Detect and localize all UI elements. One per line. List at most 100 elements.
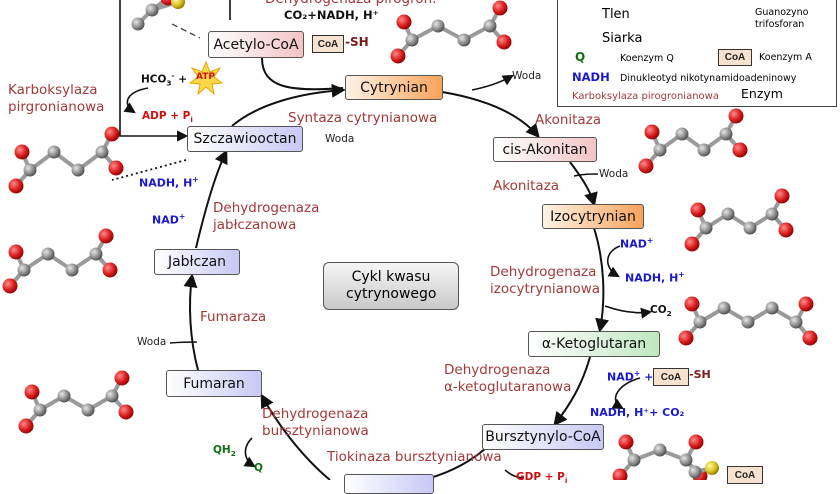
oxygen-atom: [390, 48, 406, 64]
metabolite-acetyl-coa: Acetylo-CoA: [208, 31, 304, 58]
oxygen-atom: [774, 188, 790, 204]
nad-malate: NAD+: [152, 212, 186, 227]
carbon-atom: [688, 465, 702, 479]
nad-isocitrate-text: NAD: [620, 237, 647, 251]
arrow-acetylcoa-to-citrate: [261, 57, 344, 91]
arrow-citrate-water: [471, 74, 514, 91]
arrow-isocitrate-to-ketoglutarate: [593, 227, 609, 333]
carbon-atom: [145, 3, 159, 17]
oxygen-atom: [684, 296, 700, 312]
carbon-atom: [57, 389, 71, 403]
oxygen-atom: [2, 278, 18, 294]
arrow-malate-to-oxaloacetate: [195, 149, 228, 249]
oxygen-atom: [638, 158, 654, 174]
fumarate-molecule: [18, 370, 134, 434]
qh2-label: QH2: [213, 444, 236, 459]
carbon-atom: [405, 33, 419, 47]
oxygen-atom: [98, 228, 114, 244]
succinyl-sulfur: [688, 461, 719, 479]
carbon-atom: [741, 315, 755, 329]
carbon-atom: [131, 17, 145, 31]
metabolite-cis-aconitate: cis-Akonitan: [493, 137, 597, 162]
oxygen-atom: [8, 178, 24, 194]
carbon-atom: [89, 247, 103, 261]
arrow-nad-isocitrate: [606, 245, 621, 278]
oxygen-atom: [496, 34, 512, 50]
carbon-atom: [743, 221, 757, 235]
carbon-atom: [653, 143, 667, 157]
legend-gtp-desc-1: Guanozyno: [755, 7, 809, 18]
sulfur-atom: [705, 461, 719, 475]
enzyme-aconitase-1: Akonitaza: [535, 112, 602, 128]
oxygen-atom: [690, 202, 706, 218]
water-aconitase: Woda: [599, 168, 629, 180]
oxygen-atom: [732, 142, 748, 158]
carbon-atom: [105, 389, 119, 403]
acetyl-sh-label: -SH: [345, 35, 369, 49]
carbon-atom: [627, 453, 641, 467]
carbon-atom: [717, 301, 731, 315]
hco3-text: HCO: [141, 73, 167, 86]
carbon-atom: [721, 207, 735, 221]
enzyme-succinyl-thiokinase: Tiokinaza bursztynianowa: [327, 449, 502, 465]
oxygen-atom: [684, 236, 700, 252]
enzyme-mdh-2: jabłczanowa: [213, 217, 297, 233]
arrow-fumarate-to-malate: [183, 273, 199, 371]
nadh-malate-text: NADH, H: [139, 176, 193, 190]
legend-nadh-symbol: NADH: [572, 70, 610, 84]
legend-q-desc: Koenzym Q: [620, 53, 674, 64]
oxygen-atom: [644, 124, 660, 140]
metabolite-isocitrate: Izocytrynian: [542, 204, 644, 229]
cycle-title: Cykl kwasu cytrynowego: [323, 262, 459, 310]
diagram-graphics: [2, 0, 818, 480]
hco3-label: HCO3- +: [141, 71, 188, 88]
nadh-malate: NADH, H+: [139, 175, 199, 190]
metabolite-succinate: [344, 474, 434, 494]
atp-label: ATP: [196, 72, 216, 82]
arrow-water-fumarate: [169, 341, 198, 344]
arrow-oxaloacetate-to-citrate: [231, 83, 346, 127]
co2-nadh-top: CO₂+NADH, H⁺: [284, 8, 379, 22]
enzyme-citrate-synthase: Syntaza cytrynianowa: [288, 110, 438, 126]
oxygen-atom: [102, 262, 118, 278]
arrow-co2-isocitrate: [604, 305, 653, 319]
carbon-atom: [457, 33, 471, 47]
carbon-atom: [23, 163, 37, 177]
gdp-pi-label: GDP + Pi: [516, 471, 568, 486]
carbon-atom: [765, 301, 779, 315]
enzyme-akgdh-1: Dehydrogenaza: [444, 362, 551, 378]
oxygen-atom: [778, 222, 794, 238]
carbon-atom: [483, 19, 497, 33]
oxygen-atom: [798, 296, 814, 312]
ketoglutarate-molecule: [678, 296, 818, 346]
q-label: Q: [254, 462, 263, 474]
arrow-water-cisaconitate: [573, 173, 599, 177]
legend-sulfur-label: Siarka: [602, 31, 643, 46]
citrate-molecule: [390, 0, 512, 64]
water-fumarase: Woda: [137, 336, 167, 348]
malate-molecule: [2, 228, 118, 294]
oxygen-atom: [802, 330, 818, 346]
side-arrows: [111, 0, 653, 479]
cycle-arrows: [183, 57, 609, 480]
adp-pi-text: ADP + P: [142, 110, 191, 122]
enzyme-idh-2: izocytrynianowa: [490, 281, 601, 297]
dash-pyruvate-acetyl: [171, 23, 201, 39]
carbon-atom: [653, 443, 667, 457]
oxygen-atom: [108, 160, 124, 176]
metabolite-alpha-ketoglutarate: α-Ketoglutaran: [528, 331, 660, 357]
legend-coa-desc: Koenzym A: [759, 52, 812, 63]
carbon-atom: [81, 403, 95, 417]
oxygen-atom: [18, 418, 34, 434]
metabolite-succinyl-coa: Bursztynylo-CoA: [482, 424, 604, 450]
akg-coa-tag: CoA: [653, 368, 689, 386]
carbon-atom: [699, 221, 713, 235]
oxygen-atom: [728, 108, 744, 124]
water-citrate: Woda: [512, 70, 542, 82]
co2-isocitrate-text: CO: [650, 304, 667, 316]
acetyl-coa-tag: CoA: [312, 35, 344, 53]
oxygen-atom: [8, 244, 24, 260]
legend-enzyme-example: Karboksylaza pirogronianowa: [572, 91, 719, 102]
nadh-co2-akg: NADH, H⁺+ CO₂: [590, 406, 685, 419]
oxygen-atom: [104, 126, 120, 142]
